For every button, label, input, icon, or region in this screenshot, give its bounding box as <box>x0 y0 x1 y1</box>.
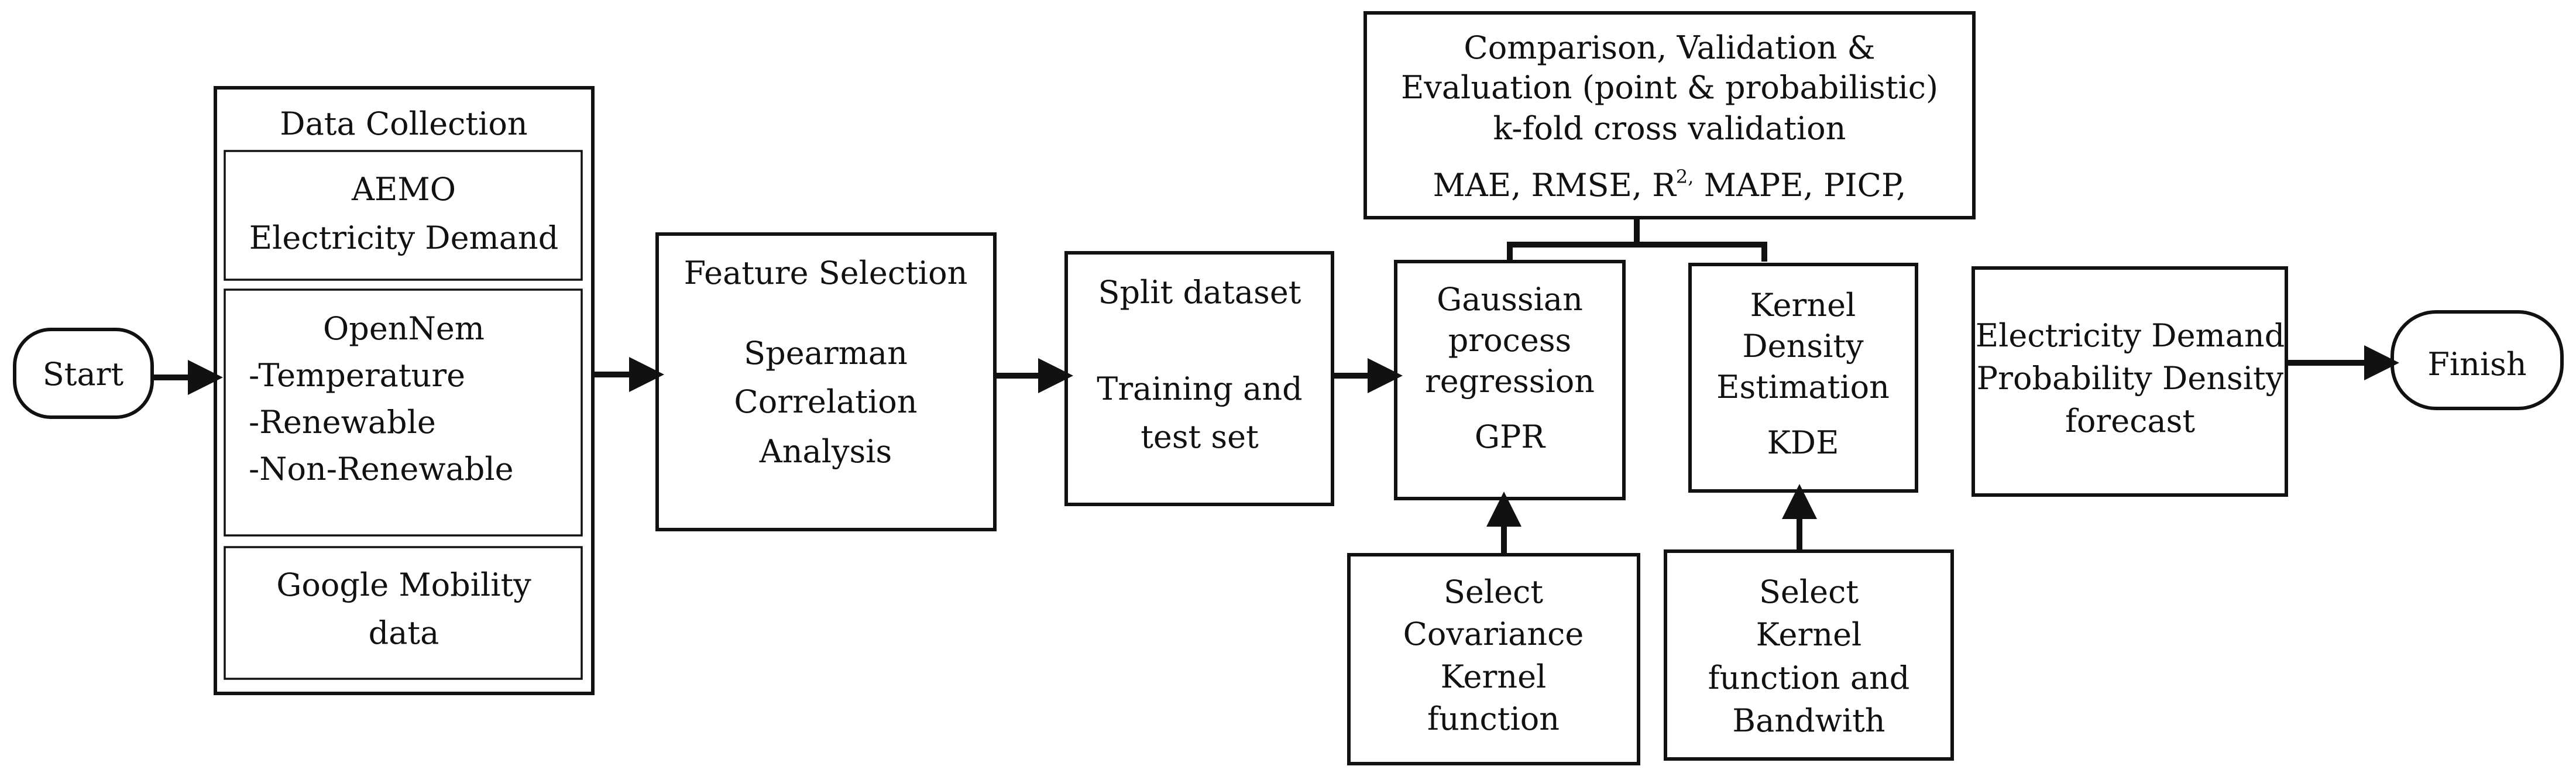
opennem-source: OpenNem -Temperature -Renewable -Non-Ren… <box>224 288 583 537</box>
kde-line: Density <box>1742 328 1864 365</box>
forecast-line: Electricity Demand <box>1976 317 2285 354</box>
forecast-box: Electricity Demand Probability Density f… <box>1972 266 2288 497</box>
opennem-item: -Renewable <box>249 404 436 441</box>
kde-line: KDE <box>1767 424 1839 461</box>
data-collection-box: Data Collection AEMO Electricity Demand … <box>214 86 595 695</box>
select-kernel-line: function and <box>1708 659 1910 696</box>
select-kernel-line: Select <box>1759 573 1859 610</box>
opennem-item: -Temperature <box>249 357 465 394</box>
evaluation-line: Evaluation (point & probabilistic) <box>1401 69 1938 106</box>
evaluation-connector <box>1507 242 1767 262</box>
gpr-line: process <box>1448 322 1572 359</box>
gpr-line: regression <box>1425 363 1595 400</box>
gpr-box: Gaussian process regression GPR <box>1394 260 1626 500</box>
data-collection-title: Data Collection <box>280 105 527 142</box>
evaluation-metrics: MAE, RMSE, R2, MAPE, PICP, <box>1433 166 1907 204</box>
evaluation-box: Comparison, Validation & Evaluation (poi… <box>1363 11 1976 219</box>
select-covariance-line: function <box>1427 700 1560 737</box>
select-kernel-line: Kernel <box>1756 616 1862 653</box>
forecast-line: Probability Density <box>1977 360 2284 397</box>
feature-selection-line: Correlation <box>734 383 917 420</box>
aemo-line: Electricity Demand <box>249 219 559 256</box>
split-dataset-line: Training and <box>1097 370 1302 407</box>
evaluation-line: k-fold cross validation <box>1493 110 1846 147</box>
gpr-line: Gaussian <box>1437 281 1583 318</box>
feature-selection-title: Feature Selection <box>684 255 968 291</box>
evaluation-line: Comparison, Validation & <box>1464 29 1875 66</box>
select-kernel-line: Bandwith <box>1732 702 1885 739</box>
opennem-title: OpenNem <box>323 310 485 347</box>
gpr-line: GPR <box>1475 418 1545 455</box>
opennem-item: -Non-Renewable <box>249 451 514 487</box>
select-covariance-box: Select Covariance Kernel function <box>1347 553 1640 765</box>
select-covariance-line: Kernel <box>1441 658 1547 695</box>
google-line: data <box>369 614 439 651</box>
feature-selection-line: Analysis <box>759 433 892 470</box>
split-dataset-line: test set <box>1141 418 1259 455</box>
finish-node: Finish <box>2390 310 2564 410</box>
select-covariance-line: Covariance <box>1403 616 1584 652</box>
start-node: Start <box>13 328 154 419</box>
select-kernel-box: Select Kernel function and Bandwith <box>1664 549 1954 761</box>
google-mobility-source: Google Mobility data <box>224 546 583 680</box>
forecast-line: forecast <box>2065 403 2195 439</box>
feature-selection-line: Spearman <box>744 335 908 372</box>
split-dataset-title: Split dataset <box>1098 274 1301 311</box>
aemo-line: AEMO <box>351 171 456 208</box>
select-covariance-line: Select <box>1444 573 1543 610</box>
feature-selection-box: Feature Selection Spearman Correlation A… <box>655 232 997 531</box>
google-line: Google Mobility <box>276 566 531 603</box>
kde-line: Kernel <box>1750 287 1856 324</box>
aemo-source: AEMO Electricity Demand <box>224 150 583 281</box>
start-label: Start <box>43 356 124 393</box>
split-dataset-box: Split dataset Training and test set <box>1064 251 1334 506</box>
finish-label: Finish <box>2427 346 2526 383</box>
kde-line: Estimation <box>1716 369 1890 406</box>
kde-box: Kernel Density Estimation KDE <box>1688 263 1918 493</box>
